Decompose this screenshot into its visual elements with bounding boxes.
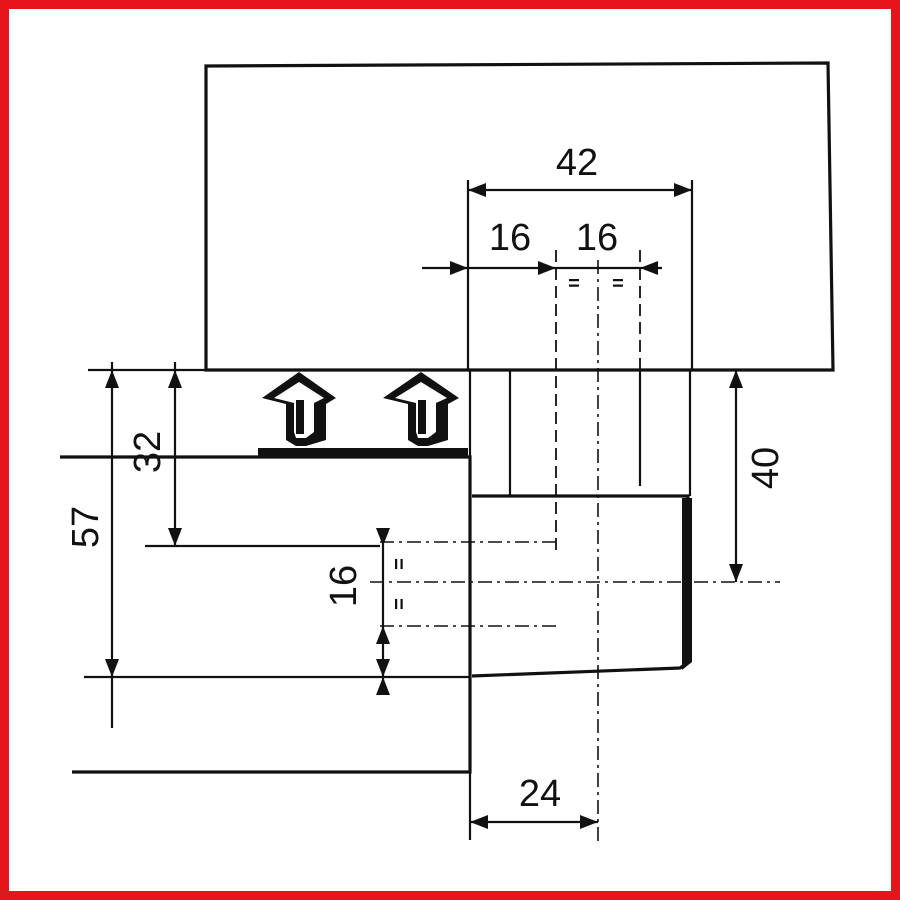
base-strip [258, 448, 468, 458]
equal-mark-side-upper: = [389, 558, 411, 570]
dim-42-arrow-right [674, 183, 692, 197]
equal-mark-top-left: = [568, 273, 580, 295]
dim-42-arrow-left [468, 183, 486, 197]
dim-16v-label: 16 [323, 565, 365, 607]
dim-16-left-label: 16 [489, 217, 531, 259]
top-plate [204, 61, 835, 372]
equal-mark-top-right: = [612, 273, 624, 295]
dim-57-arrow-bottom [105, 659, 119, 677]
cup-block-edge [682, 498, 692, 670]
dim-16v-arrow-d [376, 677, 390, 695]
cup-block [471, 494, 690, 678]
dim-16-right-label: 16 [576, 217, 618, 259]
dim-24-arrow-left [470, 815, 488, 829]
dim-42-label: 42 [556, 142, 598, 184]
dim-57-label: 57 [65, 506, 107, 548]
dim-32-arrow-top [168, 370, 182, 388]
dim-16v-arrow-a [376, 528, 390, 546]
dim-32-arrow-bottom [168, 528, 182, 546]
clip-left-icon [262, 372, 336, 446]
dim-16-arrow-a [450, 261, 468, 275]
dim-40-arrow-bottom [729, 564, 743, 582]
dim-24-arrow-right [580, 815, 598, 829]
dim-32-label: 32 [127, 431, 169, 473]
dim-16-arrow-c [640, 261, 658, 275]
dim-57-arrow-top [105, 370, 119, 388]
base-left-line [60, 455, 472, 774]
equal-mark-side-lower: = [389, 598, 411, 610]
dim-24-label: 24 [519, 773, 561, 815]
dim-16v-arrow-c [376, 659, 390, 677]
clip-right-icon [383, 372, 459, 446]
dim-16-arrow-b [538, 261, 556, 275]
dim-16v-arrow-b [376, 626, 390, 644]
dim-40-label: 40 [745, 447, 787, 489]
dim-40-arrow-top [729, 370, 743, 388]
